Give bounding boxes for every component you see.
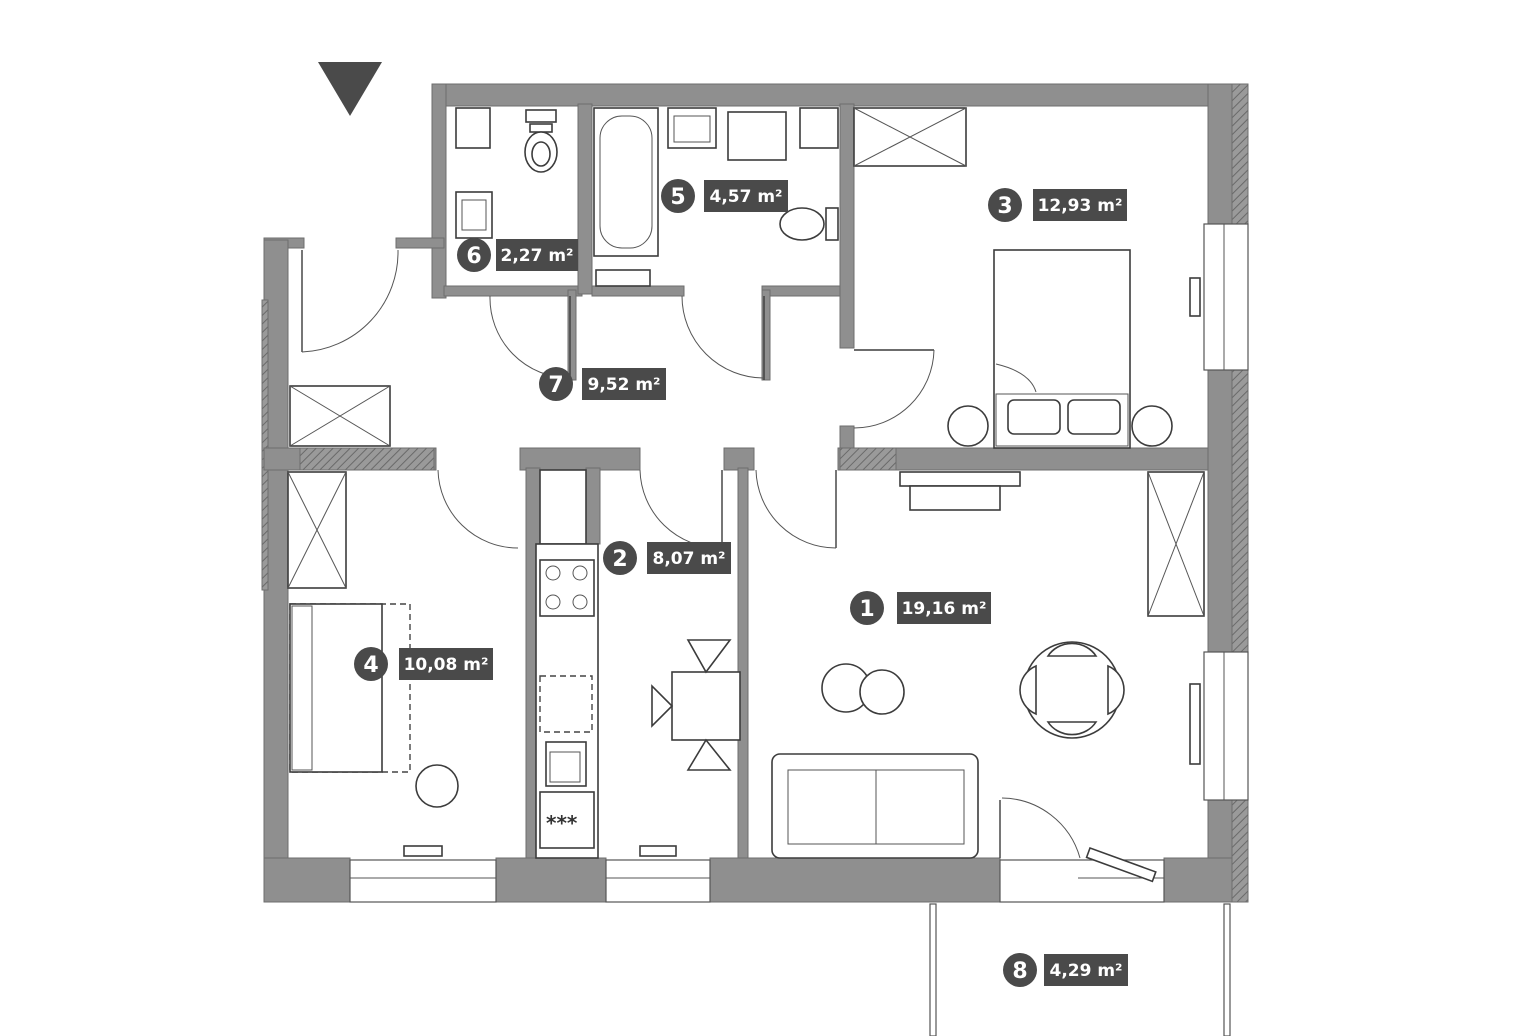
room-label-8: 8 4,29 m² <box>1003 953 1128 987</box>
room-label-7: 7 9,52 m² <box>539 367 666 401</box>
room-area: 4,57 m² <box>709 187 782 207</box>
room-area: 2,27 m² <box>500 246 573 266</box>
room-label-5: 5 4,57 m² <box>661 179 788 213</box>
room-label-1: 1 19,16 m² <box>850 591 991 625</box>
room-area: 12,93 m² <box>1038 196 1123 216</box>
room-area: 10,08 m² <box>404 655 489 675</box>
room-number: 4 <box>363 653 378 678</box>
walls <box>261 83 1249 903</box>
room-number: 7 <box>548 373 563 398</box>
oven-marking: *** <box>546 811 578 835</box>
room-number: 8 <box>1012 959 1027 984</box>
room-number: 2 <box>612 547 627 572</box>
room-number: 5 <box>670 185 685 210</box>
radiators <box>403 277 1201 857</box>
room-label-6: 6 2,27 m² <box>457 238 578 272</box>
room-area: 8,07 m² <box>652 549 725 569</box>
room-label-2: 2 8,07 m² <box>603 541 731 575</box>
room-number: 1 <box>859 597 874 622</box>
room-number: 3 <box>997 194 1012 219</box>
furniture: *** <box>287 107 1205 859</box>
windows <box>349 223 1249 903</box>
room-number: 6 <box>466 244 481 269</box>
room-area: 19,16 m² <box>902 599 987 619</box>
room-area: 4,29 m² <box>1049 961 1122 981</box>
balcony <box>929 903 1231 1036</box>
entrance-arrow-icon <box>318 62 382 116</box>
room-label-3: 3 12,93 m² <box>988 188 1127 222</box>
room-area: 9,52 m² <box>587 375 660 395</box>
room-label-4: 4 10,08 m² <box>354 647 493 681</box>
